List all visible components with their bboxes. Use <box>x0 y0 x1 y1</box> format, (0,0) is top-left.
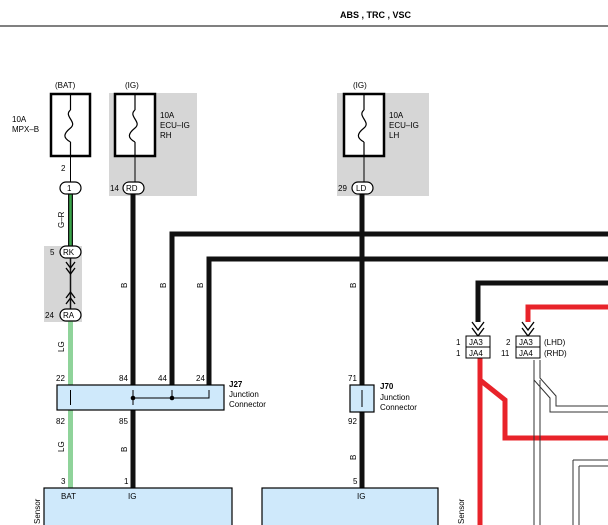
ecu-mid-box <box>261 487 439 525</box>
fuse-mpx-b-rating: 10A <box>12 115 27 124</box>
j27-splice-dot <box>130 395 136 401</box>
fuse-element-icon <box>128 109 138 143</box>
sensor-label-left: Sensor <box>33 498 42 524</box>
ja-right-connector: JA3 JA4 <box>515 335 541 359</box>
wire-label-b-6: B <box>349 455 358 460</box>
sensor-label-right: Sensor <box>457 498 466 524</box>
connector-1: 1 <box>59 181 82 195</box>
wire-label-b-5: B <box>349 283 358 288</box>
connector-rk-pin: 5 <box>50 248 55 257</box>
svg-text:RD: RD <box>126 184 138 193</box>
wire-label-g-r: G–R <box>57 211 66 228</box>
wire-label-lg-2: LG <box>57 441 66 452</box>
svg-text:JA3: JA3 <box>469 338 483 347</box>
svg-text:JA3: JA3 <box>519 338 533 347</box>
fuse-ecu-ig-lh-side: LH <box>389 131 399 140</box>
fuse-bat-pin: 2 <box>61 164 66 173</box>
fuse-bat-supply: (BAT) <box>55 81 76 90</box>
fuse-element-icon <box>357 109 367 143</box>
ja-left-connector: JA3 JA4 <box>465 335 491 359</box>
ja-right-pin-top: 2 <box>506 338 511 347</box>
wire-label-b-2: B <box>159 283 168 288</box>
wire-label-b-1: B <box>120 283 129 288</box>
black-wires <box>130 194 608 488</box>
j27-pin-84: 84 <box>119 374 128 383</box>
svg-text:JA4: JA4 <box>469 349 483 358</box>
j70-pin-92: 92 <box>348 417 357 426</box>
fuse-lh-supply: (IG) <box>353 81 367 90</box>
ja-note-rhd: (RHD) <box>544 349 567 358</box>
ecu-left-pin-bat: 3 <box>61 477 66 486</box>
ecu-left-pin-ig: 1 <box>124 477 129 486</box>
fuse-ecu-ig-lh-name: ECU–IG <box>389 121 419 130</box>
j27-pin-82: 82 <box>56 417 65 426</box>
ja-note-lhd: (LHD) <box>544 338 566 347</box>
connector-rd: RD <box>122 181 145 195</box>
ja-left-pin-bottom: 1 <box>456 349 461 358</box>
j27-pin-22: 22 <box>56 374 65 383</box>
wire-label-b-4: B <box>120 447 129 452</box>
connector-ld: LD <box>351 181 374 195</box>
fuse-element-icon <box>64 109 74 143</box>
svg-text:RK: RK <box>63 248 75 257</box>
wire-label-lg-1: LG <box>57 341 66 352</box>
ja-left-pin-top: 1 <box>456 338 461 347</box>
j27-pin-24: 24 <box>196 374 205 383</box>
connector-ra: RA <box>59 308 82 322</box>
j70-label-1: Junction <box>380 393 410 402</box>
fuse-ecu-ig-rh-name: ECU–IG <box>160 121 190 130</box>
fuse-mpx-b-name: MPX–B <box>12 125 39 134</box>
ecu-mid-pin-ig: 5 <box>353 477 358 486</box>
connector-rd-pin: 14 <box>110 184 119 193</box>
j27-id: J27 <box>229 380 243 389</box>
j27-label-2: Connector <box>229 400 266 409</box>
svg-text:LD: LD <box>356 184 366 193</box>
j70-label-2: Connector <box>380 403 417 412</box>
chevron-down-icon <box>471 321 485 338</box>
chevron-down-icon <box>521 321 535 338</box>
chevron-down-icon <box>65 261 76 276</box>
connector-rk: RK <box>59 245 82 259</box>
fuse-ecu-ig-rh-side: RH <box>160 131 172 140</box>
j27-pin-44: 44 <box>158 374 167 383</box>
fuse-ecu-ig-rh-rating: 10A <box>160 111 175 120</box>
svg-text:1: 1 <box>67 184 72 193</box>
red-wires <box>477 304 608 525</box>
j27-pin-85: 85 <box>119 417 128 426</box>
ecu-left-box <box>43 487 233 525</box>
j70-id: J70 <box>380 382 394 391</box>
j70-pin-71: 71 <box>348 374 357 383</box>
shielded-wires <box>533 360 608 525</box>
ja-right-pin-bottom: 11 <box>501 349 510 358</box>
connector-ld-pin: 29 <box>338 184 347 193</box>
j27-label-1: Junction <box>229 390 259 399</box>
fuse-rh-supply: (IG) <box>125 81 139 90</box>
ecu-left-label-ig: IG <box>128 492 136 501</box>
svg-text:RA: RA <box>63 311 75 320</box>
j27-splice-dot <box>169 395 175 401</box>
svg-text:JA4: JA4 <box>519 349 533 358</box>
fuse-ecu-ig-lh-rating: 10A <box>389 111 404 120</box>
page-title: ABS , TRC , VSC <box>340 10 412 20</box>
chevron-up-icon <box>65 290 76 305</box>
ecu-left-label-bat: BAT <box>61 492 76 501</box>
connector-ra-pin: 24 <box>45 311 54 320</box>
wire-label-b-3: B <box>196 283 205 288</box>
ecu-mid-label-ig: IG <box>357 492 365 501</box>
